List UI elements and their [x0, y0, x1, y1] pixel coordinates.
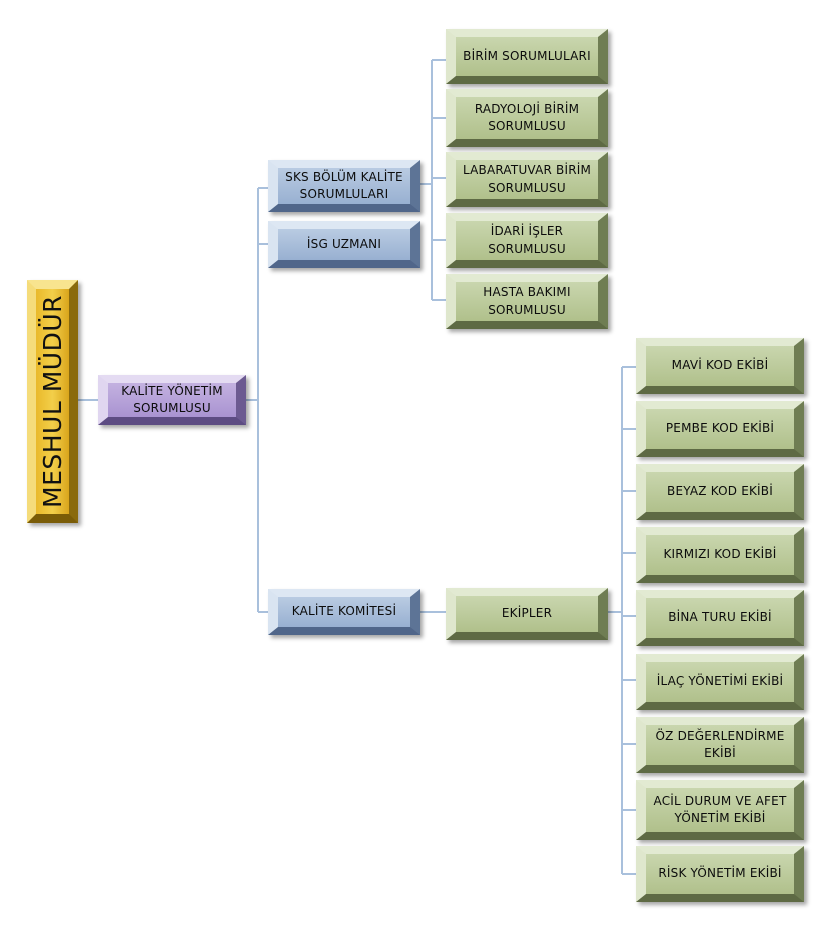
team-label: BİNA TURU EKİBİ	[668, 610, 772, 625]
team-node: ÖZ DEĞERLENDİRME EKİBİ	[636, 717, 804, 773]
sks-child-node: RADYOLOJİ BİRİM SORUMLUSU	[446, 89, 608, 147]
sks-child-label: LABARATUVAR BİRİM SORUMLUSU	[462, 163, 592, 195]
team-label: İLAÇ YÖNETİMİ EKİBİ	[656, 674, 784, 689]
team-node: İLAÇ YÖNETİMİ EKİBİ	[636, 654, 804, 710]
team-label: KIRMIZI KOD EKİBİ	[663, 547, 777, 562]
sks-child-label: HASTA BAKIMI SORUMLUSU	[483, 285, 571, 317]
committee-node: KALİTE KOMİTESİ	[268, 589, 420, 635]
quality-manager-node: KALİTE YÖNETİM SORUMLUSU	[98, 375, 246, 425]
sks-child-label: BİRİM SORUMLULARI	[463, 48, 591, 63]
sks-child-node: HASTA BAKIMI SORUMLUSU	[446, 274, 608, 329]
team-label: BEYAZ KOD EKİBİ	[667, 484, 773, 499]
committee-label: KALİTE KOMİTESİ	[291, 604, 397, 619]
team-label: PEMBE KOD EKİBİ	[665, 421, 775, 436]
team-label: RİSK YÖNETİM EKİBİ	[658, 866, 782, 881]
root-label: MESHUL MÜDÜR	[38, 295, 67, 508]
quality-manager-label: KALİTE YÖNETİM SORUMLUSU	[121, 383, 223, 415]
root-node: MESHUL MÜDÜR	[27, 280, 78, 523]
team-node: PEMBE KOD EKİBİ	[636, 401, 804, 457]
sks-child-label: İDARİ İŞLER SORUMLUSU	[488, 224, 566, 256]
team-node: BEYAZ KOD EKİBİ	[636, 464, 804, 520]
sks-child-node: İDARİ İŞLER SORUMLUSU	[446, 213, 608, 268]
team-node: MAVİ KOD EKİBİ	[636, 338, 804, 394]
isg-node: İSG UZMANI	[268, 221, 420, 268]
team-node: BİNA TURU EKİBİ	[636, 590, 804, 646]
teams-group-label: EKİPLER	[501, 606, 553, 621]
sks-child-node: BİRİM SORUMLULARI	[446, 29, 608, 84]
sks-node: SKS BÖLÜM KALİTE SORUMLULARI	[268, 160, 420, 212]
team-node: KIRMIZI KOD EKİBİ	[636, 527, 804, 583]
sks-child-label: RADYOLOJİ BİRİM SORUMLUSU	[474, 101, 580, 133]
team-label: MAVİ KOD EKİBİ	[671, 358, 769, 373]
team-node: RİSK YÖNETİM EKİBİ	[636, 846, 804, 902]
team-label: ACİL DURUM VE AFET YÖNETİM EKİBİ	[653, 793, 787, 825]
team-node: ACİL DURUM VE AFET YÖNETİM EKİBİ	[636, 780, 804, 840]
sks-child-node: LABARATUVAR BİRİM SORUMLUSU	[446, 152, 608, 207]
team-label: ÖZ DEĞERLENDİRME EKİBİ	[655, 728, 785, 760]
teams-group-node: EKİPLER	[446, 588, 608, 640]
isg-label: İSG UZMANI	[306, 236, 382, 251]
sks-label: SKS BÖLÜM KALİTE SORUMLULARI	[285, 169, 403, 201]
